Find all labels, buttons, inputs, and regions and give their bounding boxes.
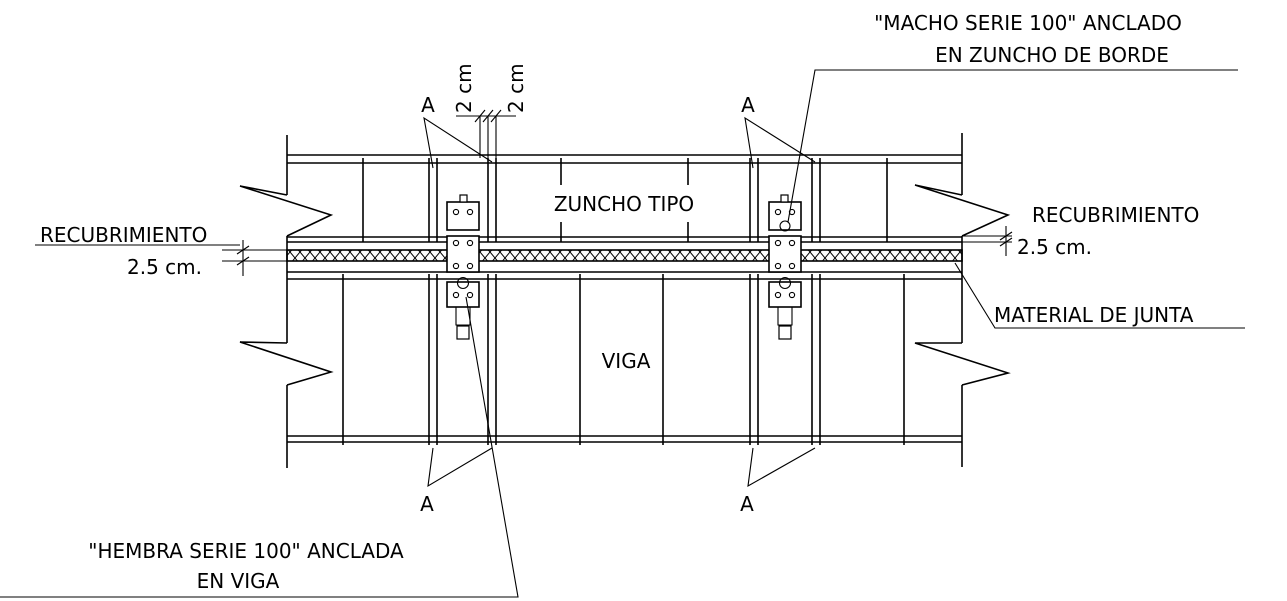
section-edges xyxy=(286,133,963,468)
connector-left xyxy=(446,194,480,340)
viga-stirrups xyxy=(342,274,905,445)
recubrimiento-right-value: 2.5 cm. xyxy=(1017,235,1092,259)
macho-label-line2: EN ZUNCHO DE BORDE xyxy=(935,43,1169,67)
viga-label: VIGA xyxy=(602,349,651,373)
break-symbols xyxy=(239,184,1011,386)
section-mark-top-right: A xyxy=(741,93,755,117)
joint-material-band xyxy=(286,249,963,262)
hembra-label-line2: EN VIGA xyxy=(197,569,280,593)
recubrimiento-left-dim xyxy=(35,240,287,276)
section-a-leaders xyxy=(423,116,816,488)
recubrimiento-right-label: RECUBRIMIENTO xyxy=(1032,203,1199,227)
section-mark-top-left: A xyxy=(421,93,435,117)
hembra-label-line1: "HEMBRA SERIE 100" ANCLADA xyxy=(88,539,404,563)
viga-longitudinal-bars xyxy=(287,271,962,443)
leader-hembra xyxy=(0,296,519,598)
zuncho-stirrups xyxy=(362,158,888,242)
dimension-2cm xyxy=(456,109,516,158)
connector-right xyxy=(768,194,802,340)
recubrimiento-right-dim xyxy=(962,226,1013,256)
recubrimiento-left-label: RECUBRIMIENTO xyxy=(40,223,207,247)
zuncho-label: ZUNCHO TIPO xyxy=(554,192,694,216)
dimension-label-a: 2 cm xyxy=(452,63,476,113)
material-junta-label: MATERIAL DE JUNTA xyxy=(994,303,1194,327)
section-mark-bottom-right: A xyxy=(740,492,754,516)
macho-label-line1: "MACHO SERIE 100" ANCLADO xyxy=(874,11,1182,35)
section-mark-bottom-left: A xyxy=(420,492,434,516)
recubrimiento-left-value: 2.5 cm. xyxy=(127,255,202,279)
zuncho-longitudinal-bars xyxy=(287,154,962,243)
dimension-label-b: 2 cm xyxy=(504,63,528,113)
leader-macho xyxy=(787,69,1238,223)
leader-material xyxy=(954,262,1245,329)
